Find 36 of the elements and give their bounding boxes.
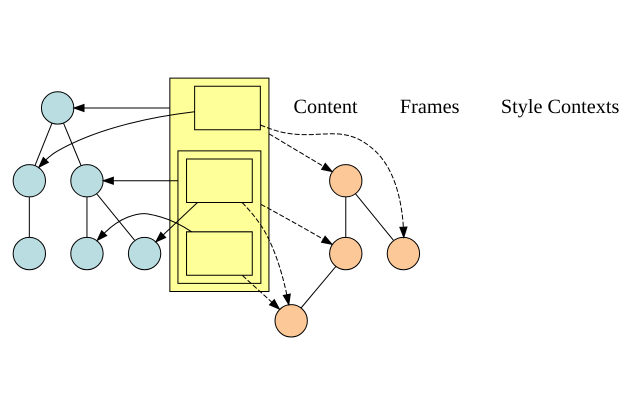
node-circle (40, 91, 74, 125)
connector (63, 123, 82, 166)
node-circle (12, 164, 46, 198)
label: Content (294, 96, 358, 118)
connector (300, 266, 336, 308)
arrow (260, 204, 334, 246)
node-circle (329, 236, 362, 270)
arrow (260, 124, 408, 239)
node-box (186, 231, 253, 276)
connector (355, 193, 394, 241)
node-circle (274, 304, 308, 338)
arrow (242, 275, 281, 310)
node-circle (70, 164, 104, 198)
node-circle (386, 236, 420, 270)
label: Frames (400, 96, 460, 118)
node-circle (329, 164, 362, 198)
node-box (194, 86, 261, 130)
arrow (242, 202, 291, 306)
node-circle (70, 236, 104, 270)
connector (86, 197, 88, 238)
arrow (72, 104, 170, 112)
node-box (186, 158, 253, 203)
arrow (38, 111, 195, 168)
node-circle (12, 236, 46, 270)
connector (34, 123, 52, 166)
connector (96, 193, 135, 241)
node-circle (128, 236, 162, 270)
arrow (102, 176, 178, 185)
cluster (169, 78, 270, 292)
arrow (154, 202, 198, 243)
arrow (268, 133, 334, 172)
connector (28, 197, 30, 238)
connector (345, 197, 346, 238)
arrow (96, 213, 192, 242)
label: Style Contexts (500, 96, 620, 118)
cluster (177, 150, 262, 284)
